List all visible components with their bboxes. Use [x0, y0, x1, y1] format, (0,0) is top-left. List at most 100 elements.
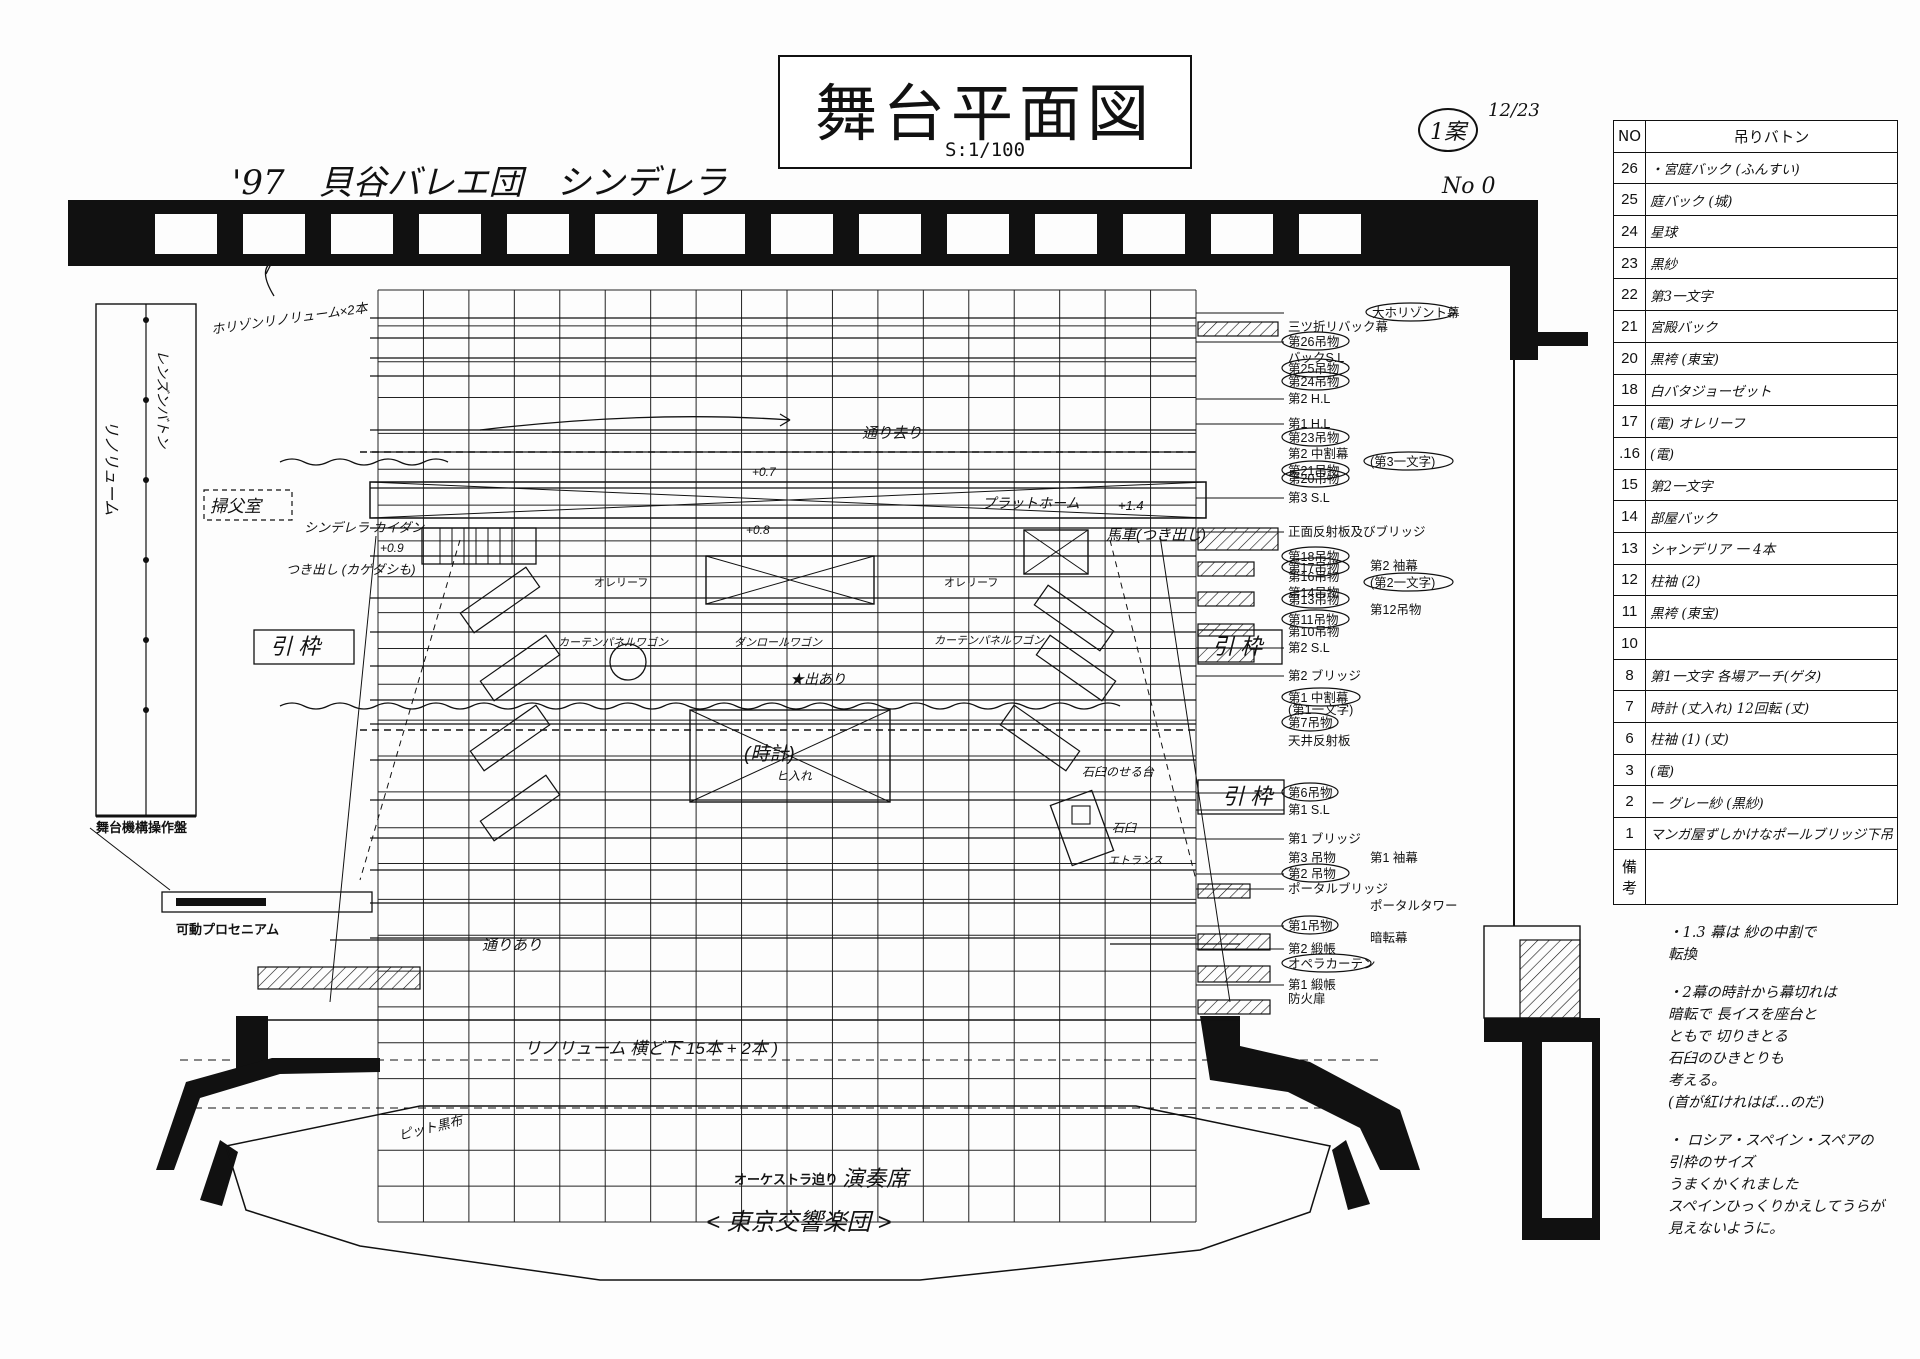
sheet-number: No 0: [1442, 174, 1496, 199]
note-line: ・2幕の時計から幕切れは: [1668, 985, 1837, 1001]
wagon-center-label: 引 枠: [1222, 784, 1275, 809]
note-line: 引枠のサイズ: [1668, 1155, 1755, 1171]
wall-window: [331, 214, 393, 254]
rail-point: [143, 557, 149, 563]
stage-right-label: 天井反射板: [1288, 733, 1351, 748]
fly-row-name: [1645, 627, 1899, 660]
height-b: +0.8: [746, 523, 770, 537]
wall-window: [859, 214, 921, 254]
stage-right-label: (第3一文字): [1370, 454, 1435, 469]
carriage-block: [1023, 529, 1089, 575]
label-circle: [1281, 371, 1350, 391]
ren-vertical: レンズンバトン: [155, 350, 171, 449]
note-line: ・1.3 幕は 紗の中割で: [1668, 925, 1817, 941]
fly-table-row: 26・宮庭バック (ふんすい): [1612, 151, 1899, 185]
fly-row-name: 第1一文字 各場アーチ(ゲタ): [1645, 658, 1899, 692]
movable-proscenium: [161, 891, 373, 913]
label-circle: [1281, 863, 1350, 883]
fly-row-name: ー グレー紗 (黒紗): [1645, 785, 1899, 819]
rail-point: [143, 637, 149, 643]
orchestra-handwritten: 演奏席: [842, 1166, 912, 1191]
fly-row-name: 庭バック (城): [1645, 183, 1899, 217]
label-circle: [1281, 331, 1350, 351]
wall-window: [771, 214, 833, 254]
fly-row-name: 白バタジョーゼット: [1645, 373, 1899, 407]
stage-right-label: 第20吊物: [1288, 472, 1339, 486]
stool-piece: [1049, 789, 1115, 867]
oleaf-left: オレリーフ: [594, 576, 648, 589]
stage-right-label: 第1 袖幕: [1370, 850, 1418, 865]
stage-right-label: 第21吊物: [1288, 464, 1339, 478]
stage-right-label: 第2 ブリッジ: [1288, 668, 1361, 683]
label-circle: [1281, 358, 1350, 378]
section-hatch: [1519, 939, 1581, 1019]
stage-right-label: 三ツ折リバック幕: [1288, 319, 1389, 334]
label-circle: [1281, 427, 1350, 447]
wall-window: [419, 214, 481, 254]
stage-right-label: 大ホリゾント幕: [1372, 306, 1460, 320]
sightline: [1159, 535, 1231, 1003]
round-table: [609, 643, 647, 681]
hatched-wing-block: [1197, 591, 1255, 607]
fly-row-number: 13: [1612, 531, 1647, 565]
clock-label: (時計): [744, 743, 795, 765]
fly-row-name: ・宮庭バック (ふんすい): [1645, 151, 1899, 185]
linoleum-vertical: リノリューム: [102, 420, 119, 516]
stage-right-label: ポータルブリッジ: [1288, 881, 1388, 896]
wagon-diagonal: [705, 555, 875, 605]
fly-row-name: (電) オレリーフ: [1645, 405, 1899, 438]
stage-right-label: 第6吊物: [1288, 786, 1332, 800]
rail-point: [143, 317, 149, 323]
house-pillar-left: [236, 1016, 268, 1070]
platform-diagonal: [369, 481, 1207, 519]
set-flat: [999, 704, 1081, 772]
fly-row-number: 24: [1612, 215, 1647, 248]
toori-bottom-note: 通りあり: [482, 937, 542, 954]
production-title: '97 貝谷バレエ団 シンデレラ: [232, 163, 727, 203]
stage-right-label: 第14吊物: [1288, 586, 1339, 600]
fly-row-number: 2: [1612, 785, 1647, 819]
fly-row-name: 黒袴 (東宝): [1645, 595, 1899, 628]
wall-window: [947, 214, 1009, 254]
height-a: +0.7: [752, 465, 777, 479]
fly-row-name: 第3一文字: [1645, 278, 1899, 312]
note-line: ・ ロシア・スペイン・スペアの: [1668, 1133, 1874, 1149]
wall-window: [1299, 214, 1361, 254]
stage-right-label: 第1 H.L: [1288, 417, 1330, 431]
stage-right-label: 第2 緞帳: [1288, 941, 1336, 956]
house-wall-left: [156, 1058, 380, 1170]
fly-row-number: 25: [1612, 183, 1647, 217]
rail-point: [143, 477, 149, 483]
note-line: 転換: [1668, 947, 1697, 963]
stage-right-label: 第2 H.L: [1288, 392, 1330, 406]
platform-label: プラットホーム: [982, 495, 1080, 511]
wagon-left-label: 引 枠: [270, 634, 323, 659]
linoleum-note: ホリゾンリノリューム×2本: [210, 300, 370, 337]
hatched-wing-block: [257, 966, 421, 990]
wall-window: [1035, 214, 1097, 254]
fly-row-name: 第2一文字: [1645, 468, 1899, 502]
label-circle: [1281, 557, 1350, 577]
stage-right-label: 第2 S.L: [1288, 641, 1330, 655]
label-circle: [1281, 712, 1339, 732]
stage-right-label: 第1 ブリッジ: [1288, 831, 1361, 846]
note-line: ともで 切りきとる: [1668, 1029, 1789, 1045]
stage-right-label: 第11吊物: [1288, 613, 1338, 627]
stage-right-label: 第16吊物: [1288, 570, 1339, 584]
pit-wall-right: [1332, 1140, 1370, 1210]
fly-row-number: .16: [1612, 436, 1647, 470]
tsukidashi-label: つき出し (カゲダシも): [286, 562, 416, 577]
stage-right-label: 第26吊物: [1288, 335, 1339, 349]
wagon-center: [1197, 779, 1285, 815]
rail-point: [143, 707, 149, 713]
stage-right-label: (第1一文字): [1288, 702, 1353, 717]
